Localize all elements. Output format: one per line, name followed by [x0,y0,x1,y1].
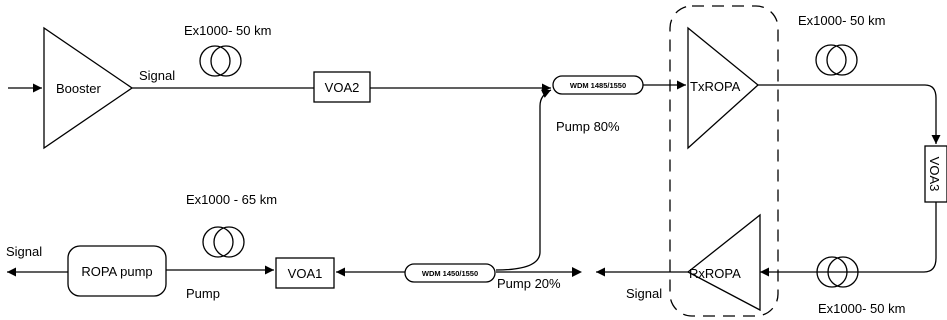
pump-80-branch-line [495,89,552,271]
pump-label: Pump [186,286,220,301]
rxropa-label: RxROPA [689,266,741,281]
txropa-label: TxROPA [690,79,741,94]
pump-20-label: Pump 20% [497,276,561,291]
fiber-spool-bottom-right-icon [816,256,859,288]
wdm-top-label: WDM 1485/1550 [570,81,626,90]
voa1-box [275,257,335,289]
fiber-spool-top-right-icon [815,44,858,76]
booster-label: Booster [56,81,101,96]
voa1-label: VOA1 [288,266,323,281]
signal-label-left: Signal [6,244,42,259]
voa2-box [313,71,371,103]
voa3-to-corner-line [760,202,937,277]
fiber-label-bottom-left: Ex1000 - 65 km [186,192,277,207]
txropa-amplifier [687,26,759,150]
voa3-label: VOA3 [927,157,942,192]
fiber-spool-top-left-icon [199,45,242,77]
wdm-bottom-coupler [404,263,496,283]
fiber-spool-bottom-left-icon [202,226,245,258]
ropa-site-enclosure [669,5,779,317]
fiber-label-top-left: Ex1000- 50 km [184,23,271,38]
ropa-pump-label: ROPA pump [81,264,152,279]
wdm-bottom-label: WDM 1450/1550 [422,269,478,278]
pump-20-arrow [572,267,582,277]
signal-label-bottom: Signal [626,286,662,301]
pump-80-label: Pump 80% [556,119,620,134]
booster-amplifier [43,26,134,150]
corner-to-voa3-line [924,84,941,144]
fiber-label-top-right: Ex1000- 50 km [798,13,885,28]
rxropa-amplifier [686,213,761,312]
voa2-label: VOA2 [325,80,360,95]
signal-label-top: Signal [139,68,175,83]
ropa-pump-box [67,245,167,297]
fiber-label-bottom-right: Ex1000- 50 km [818,301,905,316]
